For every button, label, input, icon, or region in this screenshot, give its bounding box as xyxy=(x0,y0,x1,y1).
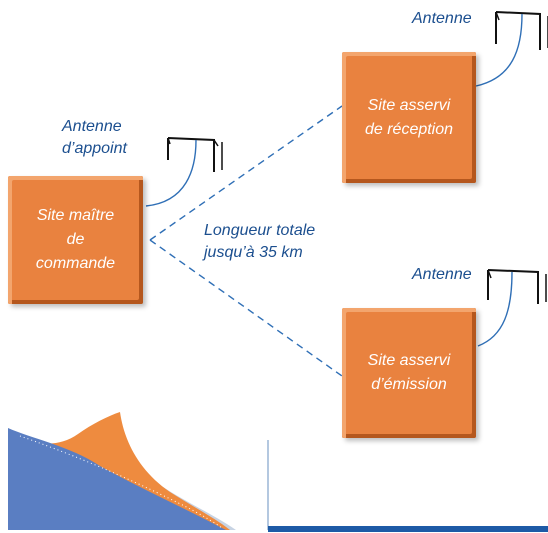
receive-site-label: Site asservi de réception xyxy=(364,96,454,138)
transmit-site-box: Site asservi d’émission xyxy=(342,308,476,438)
antenna-master-icon xyxy=(145,137,223,207)
link-length-label: Longueur totale jusqu’à 35 km xyxy=(204,222,316,261)
link-to-transmit-site xyxy=(149,239,343,377)
antenna-receive-icon xyxy=(475,11,548,87)
receive-site-box: Site asservi de réception xyxy=(342,52,476,183)
antenna-master-label: Antenne d’appoint xyxy=(62,118,127,157)
antenna-transmit-label: Antenne xyxy=(412,266,472,283)
decorative-footer-frame xyxy=(267,440,548,532)
antenna-receive-label: Antenne xyxy=(412,10,472,27)
link-to-receive-site xyxy=(149,105,343,241)
decorative-swoosh-graphic xyxy=(8,412,236,530)
transmit-site-label: Site asservi d’émission xyxy=(367,352,451,393)
master-site-label: Site maître de commande xyxy=(35,207,116,272)
antenna-transmit-icon xyxy=(477,269,547,347)
master-site-box: Site maître de commande xyxy=(8,176,143,304)
